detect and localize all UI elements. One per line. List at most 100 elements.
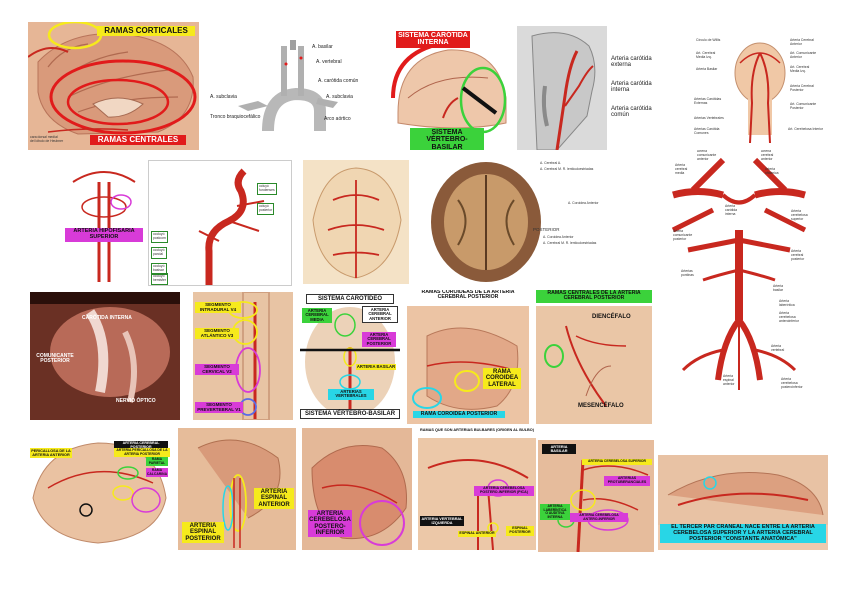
siphon-b1: occluyó postcom (151, 231, 168, 243)
diencefalo-label: DIENCÉFALO (592, 314, 631, 320)
panel-willis-full: Arteria comunicante anterior Arteria cer… (653, 150, 825, 395)
axial-l4: POSTERIOR (533, 227, 560, 232)
vertebral-label: A. vertebral (316, 59, 342, 65)
tercer-par-caption: EL TERCER PAR CRANEAL NACE ENTRE LA ARTE… (660, 524, 826, 544)
subclavia-right-label: A. subclavia (326, 94, 353, 100)
mesencefalo-label: MESENCÉFALO (578, 403, 624, 409)
axial-l3: A. Coroidea Anterior (568, 201, 599, 205)
arteria-hipofisaria-label: ARTERIA HIPOFISARIA SUPERIOR (65, 228, 143, 242)
surgical-photo (30, 292, 180, 420)
rama-coroidea-lateral-label: RAMA COROIDEA LATERAL (483, 368, 521, 389)
willis-full-l12: Arteria cerebelosa anteroinferior (779, 311, 799, 323)
cerebelosa-superior-label: ARTERIA CEREBELOSA SUPERIOR (582, 459, 652, 465)
willis-full-l4: Arteria oftálmica (765, 167, 779, 175)
willis-l5: Arterias Vertebrales (694, 116, 724, 120)
espinal-anterior-label: ESPINAL ANTERIOR (458, 531, 496, 537)
panel-basilar-branches: ARTERIA BASILAR ARTERIA CEREBELOSA SUPER… (538, 440, 654, 552)
willis-l6: Arterias Carótida Comunes (694, 127, 720, 135)
panel-medial-hemisphere: PERICALLOSA DE LA ARTERIA ANTERIOR ARTER… (28, 428, 170, 550)
panel-hipofisaria: ARTERIA HIPOFISARIA SUPERIOR (63, 162, 145, 282)
willis-full-l11: Arteria laberíntica (779, 299, 795, 307)
tronco-label: Tronco braquiocefálico (210, 114, 261, 120)
rama-coroidea-posterior-label: RAMA COROIDEA POSTERIOR (413, 411, 505, 419)
protuberanciales-label: ARTERIAS PROTUBERANCIALES (604, 476, 650, 486)
willis-diagram (671, 157, 807, 390)
pica-label: ARTERIA CEREBELOSA POSTERO-INFERIOR (PIC… (474, 486, 534, 496)
panel-vertebral-segments: SEGMENTO INTRADURAL V4 SEGMENTO ATLÁNTIC… (193, 292, 293, 420)
axial-l1: A. Cerebral A. (540, 161, 562, 165)
medial-hemisphere-illustration (32, 442, 167, 544)
willis-full-l9: Arterias pontinas (681, 269, 694, 277)
vertebral-izquierda-label: ARTERIA VERTEBRAL IZQUIERDA (420, 516, 464, 526)
axial-l2: A. Cerebral M. R. lenticuloestriadas (540, 167, 594, 171)
cerebral-posterior-label: ARTERIA CEREBRAL POSTERIOR (362, 332, 396, 348)
caption-text: cara dorsal medial del lóbulo de Heubner (30, 135, 64, 143)
panel-neck-carotid: Arteria carótida externa Arteria carótid… (517, 26, 669, 150)
carotida-label: A. carótida común (318, 78, 359, 84)
carotida-externa-label: Arteria carótida externa (611, 56, 652, 68)
panel-bulbar-branches: RAMAS QUE SON ARTERIAS BULBARES (ORIGEN … (418, 428, 536, 550)
willis-r3: Art. Cerebral Media Izq. (790, 65, 810, 73)
willis-full-l8: Arteria cerebral posterior (791, 249, 805, 261)
willis-l4: Arterias Carótidas Externas (694, 97, 722, 105)
ramas-corticales-label: RAMAS CORTICALES (97, 26, 195, 37)
willis-full-l7: Arteria cerebelosa superior (791, 209, 808, 221)
siphon-r2: ocluyó posterior (257, 203, 275, 215)
basilar-label: A. basilar (312, 44, 333, 50)
siphon-b3: occluyó basisar (151, 263, 167, 275)
ramas-centrales-label: RAMAS CENTRALES (90, 135, 186, 146)
panel-spinal-arteries: ARTERIA ESPINAL POSTERIOR ARTERIA ESPINA… (178, 428, 296, 550)
nervio-optico-label: NERVIO ÓPTICO (116, 398, 156, 404)
panel-aortic-arch-diagram: A. basilar A. vertebral A. carótida comú… (208, 36, 363, 141)
panel-carotid-vertebral-systems: SISTEMA CARÓTIDA INTERNA SISTEMA VÉRTEBR… (388, 28, 511, 150)
siphon-b2: occluyó parcial (151, 247, 167, 259)
comunicante-posterior-label: COMUNICANTE POSTERIOR (36, 353, 74, 365)
panel-willis-face: Círculo de Willis Art. Cerebral Media Iz… (690, 33, 828, 143)
panel-pica: ARTERIA CEREBELOSA POSTERO- INFERIOR (302, 428, 412, 550)
espinal-posterior-label: ESPINAL POSTERIOR (506, 526, 534, 536)
sistema-vertebro-basilar-label: SISTEMA VÉRTEBRO-BASILAR (300, 409, 400, 420)
axial-brain-photo (431, 162, 541, 282)
cerebral-media-label: ARTERIA CEREBRAL MEDIA (302, 308, 332, 324)
sistema-vertebro-basilar-label: SISTEMA VÉRTEBRO- BASILAR (410, 128, 484, 150)
willis-full-l14: Arteria espinal anterior (723, 374, 735, 386)
panel-third-cranial-nerve: EL TERCER PAR CRANEAL NACE ENTRE LA ARTE… (658, 455, 828, 550)
choroid-title: RAMAS COROIDEAS DE LA ARTERIA CEREBRAL P… (421, 290, 515, 301)
central-title: RAMAS CENTRALES DE LA ARTERIA CEREBRAL P… (536, 290, 652, 303)
panel-systems-base: SISTEMA CAROTÍDEO ARTERIA CEREBRAL MEDIA… (300, 292, 400, 422)
panel-carotid-siphon: occluyó postcom occluyó parcial occluyó … (148, 160, 292, 286)
sistema-carotida-interna-label: SISTEMA CARÓTIDA INTERNA (396, 31, 470, 48)
axial-l5: A. Coroidea Anterior (543, 235, 574, 239)
willis-r5: Art. Comunicante Posterior (790, 102, 817, 110)
panel-choroid-branches: RAMAS COROIDEAS DE LA ARTERIA CEREBRAL P… (407, 290, 529, 424)
siphon-b4: occluyó hemisfer (151, 273, 169, 285)
segmento-v1-label: SEGMENTO PREVERTEBRAL V1 (195, 402, 243, 414)
choroid-illustration (407, 306, 529, 424)
panel-surgical-photo: CARÓTIDA INTERNA COMUNICANTE POSTERIOR N… (30, 292, 180, 420)
laberintica-label: ARTERIA LABERÍNTICA O AUDITIVA INTERNA (540, 504, 570, 521)
carotida-interna-label: Arteria carótida interna (611, 81, 652, 93)
arterias-vertebrales-label: ARTERIAS VERTEBRALES (328, 389, 374, 400)
willis-r4: Arteria Cerebral Posterior (790, 84, 814, 92)
segmento-v3-label: SEGMENTO ATLÁNTICO V3 (195, 328, 239, 340)
arco-label: Arco aórtico (324, 116, 351, 122)
willis-full-l6: Arteria carótida interna (725, 204, 738, 216)
siphon-illustration (198, 168, 265, 285)
willis-l3: Arteria Basilar (696, 67, 718, 71)
willis-r2: Art. Comunicante Anterior (790, 51, 817, 59)
willis-r1: Arteria Cerebral Anterior (790, 38, 814, 46)
arteria-basilar-label: ARTERIA BASILAR (542, 444, 576, 454)
cerebral-anterior-label: ARTERIA CEREBRAL ANTERIOR (362, 306, 398, 324)
arteria-basilar-label: ARTERIA BASILAR (356, 364, 396, 371)
pericallosa-anterior-label: PERICALLOSA DE LA ARTERIA ANTERIOR (30, 448, 72, 458)
willis-full-l1: Arteria comunicante anterior (697, 150, 717, 161)
willis-full-l3: Arteria cerebral anterior (761, 150, 774, 161)
espinal-posterior-label: ARTERIA ESPINAL POSTERIOR (182, 522, 224, 543)
axial-l6: A. Cerebral M. R. lenticuloestriadas (543, 241, 597, 245)
face-arteries-illustration (734, 42, 786, 143)
sistema-carotideo-label: SISTEMA CAROTÍDEO (306, 294, 394, 305)
panel-cortical-central-branches: RAMAS CORTICALES RAMAS CENTRALES cara do… (28, 22, 199, 150)
willis-l2: Art. Cerebral Media Izq. (696, 51, 716, 59)
willis-full-l15: Arteria cerebelosa posteroinferior (781, 377, 803, 389)
cerebelosa-antero-inferior-label: ARTERIA CEREBELOSA ANTERO-INFERIOR (570, 513, 628, 523)
